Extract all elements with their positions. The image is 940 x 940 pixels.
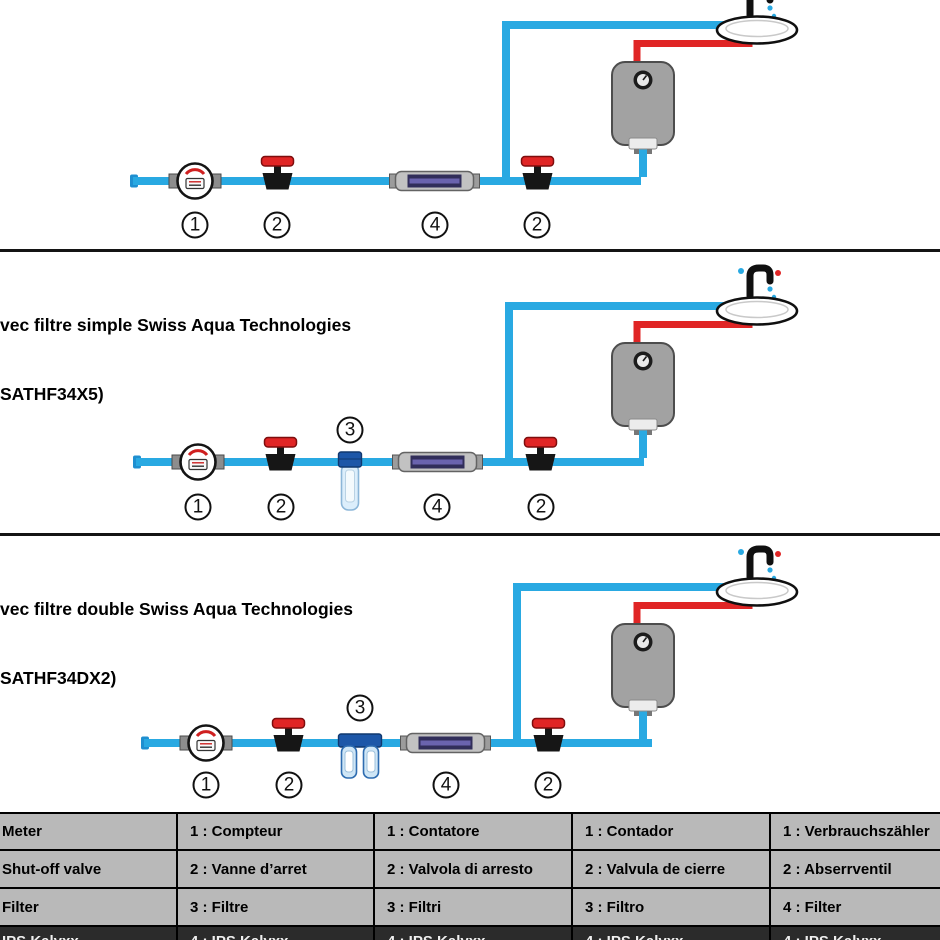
- legend-cell-es-filter: 3 : Filtro: [573, 889, 771, 927]
- panel-divider: [0, 249, 940, 252]
- component-number-badge: 2: [527, 493, 555, 521]
- legend-cell-fr-kalyxx: 4 : IPS Kalyxx: [178, 927, 375, 940]
- component-number-badge: 2: [267, 493, 295, 521]
- legend-cell-it-meter: 1 : Contatore: [375, 814, 573, 851]
- diagram-canvas-basic: [0, 0, 940, 251]
- component-number-badge: 1: [181, 211, 209, 239]
- component-number-badge: 3: [346, 694, 374, 722]
- double-filter-icon: [337, 733, 383, 779]
- legend-cell-es-meter: 1 : Contador: [573, 814, 771, 851]
- single-filter-icon: [337, 451, 363, 511]
- component-number-badge: 2: [523, 211, 551, 239]
- component-number-badge: 2: [534, 771, 562, 799]
- panel-divider: [0, 533, 940, 536]
- legend-cell-es-kalyxx: 4 : IPS Kalyxx: [573, 927, 771, 940]
- panel-title: vec filtre double Swiss Aqua Technologie…: [0, 552, 353, 736]
- component-number-badge: 1: [192, 771, 220, 799]
- legend-cell-de-filter: 4 : Filter: [771, 889, 940, 927]
- panel-title: vec filtre simple Swiss Aqua Technologie…: [0, 268, 351, 452]
- component-number-badge: 1: [184, 493, 212, 521]
- panel-title-line2: SATHF34X5): [0, 384, 104, 404]
- legend-cell-fr-valve: 2 : Vanne d’arret: [178, 851, 375, 889]
- component-number-badge: 2: [275, 771, 303, 799]
- component-number-badge: 2: [263, 211, 291, 239]
- component-number-badge: 4: [432, 771, 460, 799]
- component-number-badge: 4: [423, 493, 451, 521]
- diagram-canvas-single-filter: [0, 251, 940, 511]
- legend-table: Meter 1 : Compteur 1 : Contatore 1 : Con…: [0, 812, 940, 940]
- legend-cell-en-filter: Filter: [0, 889, 178, 927]
- legend-cell-de-valve: 2 : Abserrventil: [771, 851, 940, 889]
- panel-title-line1: vec filtre simple Swiss Aqua Technologie…: [0, 315, 352, 335]
- legend-cell-de-kalyxx: 4 : IPS Kalyxx: [771, 927, 940, 940]
- component-number-badge: 4: [421, 211, 449, 239]
- legend-cell-fr-filter: 3 : Filtre: [178, 889, 375, 927]
- legend-cell-it-filter: 3 : Filtri: [375, 889, 573, 927]
- legend-cell-en-kalyxx: IPS Kalyxx: [0, 927, 178, 940]
- diagram-canvas-double-filter: [0, 535, 940, 779]
- legend-cell-it-kalyxx: 4 : IPS Kalyxx: [375, 927, 573, 940]
- legend-cell-it-valve: 2 : Valvola di arresto: [375, 851, 573, 889]
- component-number-badge: 3: [336, 416, 364, 444]
- legend-cell-de-meter: 1 : Verbrauchszähler: [771, 814, 940, 851]
- legend-cell-es-valve: 2 : Valvula de cierre: [573, 851, 771, 889]
- panel-title-line1: vec filtre double Swiss Aqua Technologie…: [0, 599, 353, 619]
- legend-cell-en-meter: Meter: [0, 814, 178, 851]
- panel-title-line2: SATHF34DX2): [0, 668, 117, 688]
- legend-cell-en-valve: Shut-off valve: [0, 851, 178, 889]
- legend-cell-fr-meter: 1 : Compteur: [178, 814, 375, 851]
